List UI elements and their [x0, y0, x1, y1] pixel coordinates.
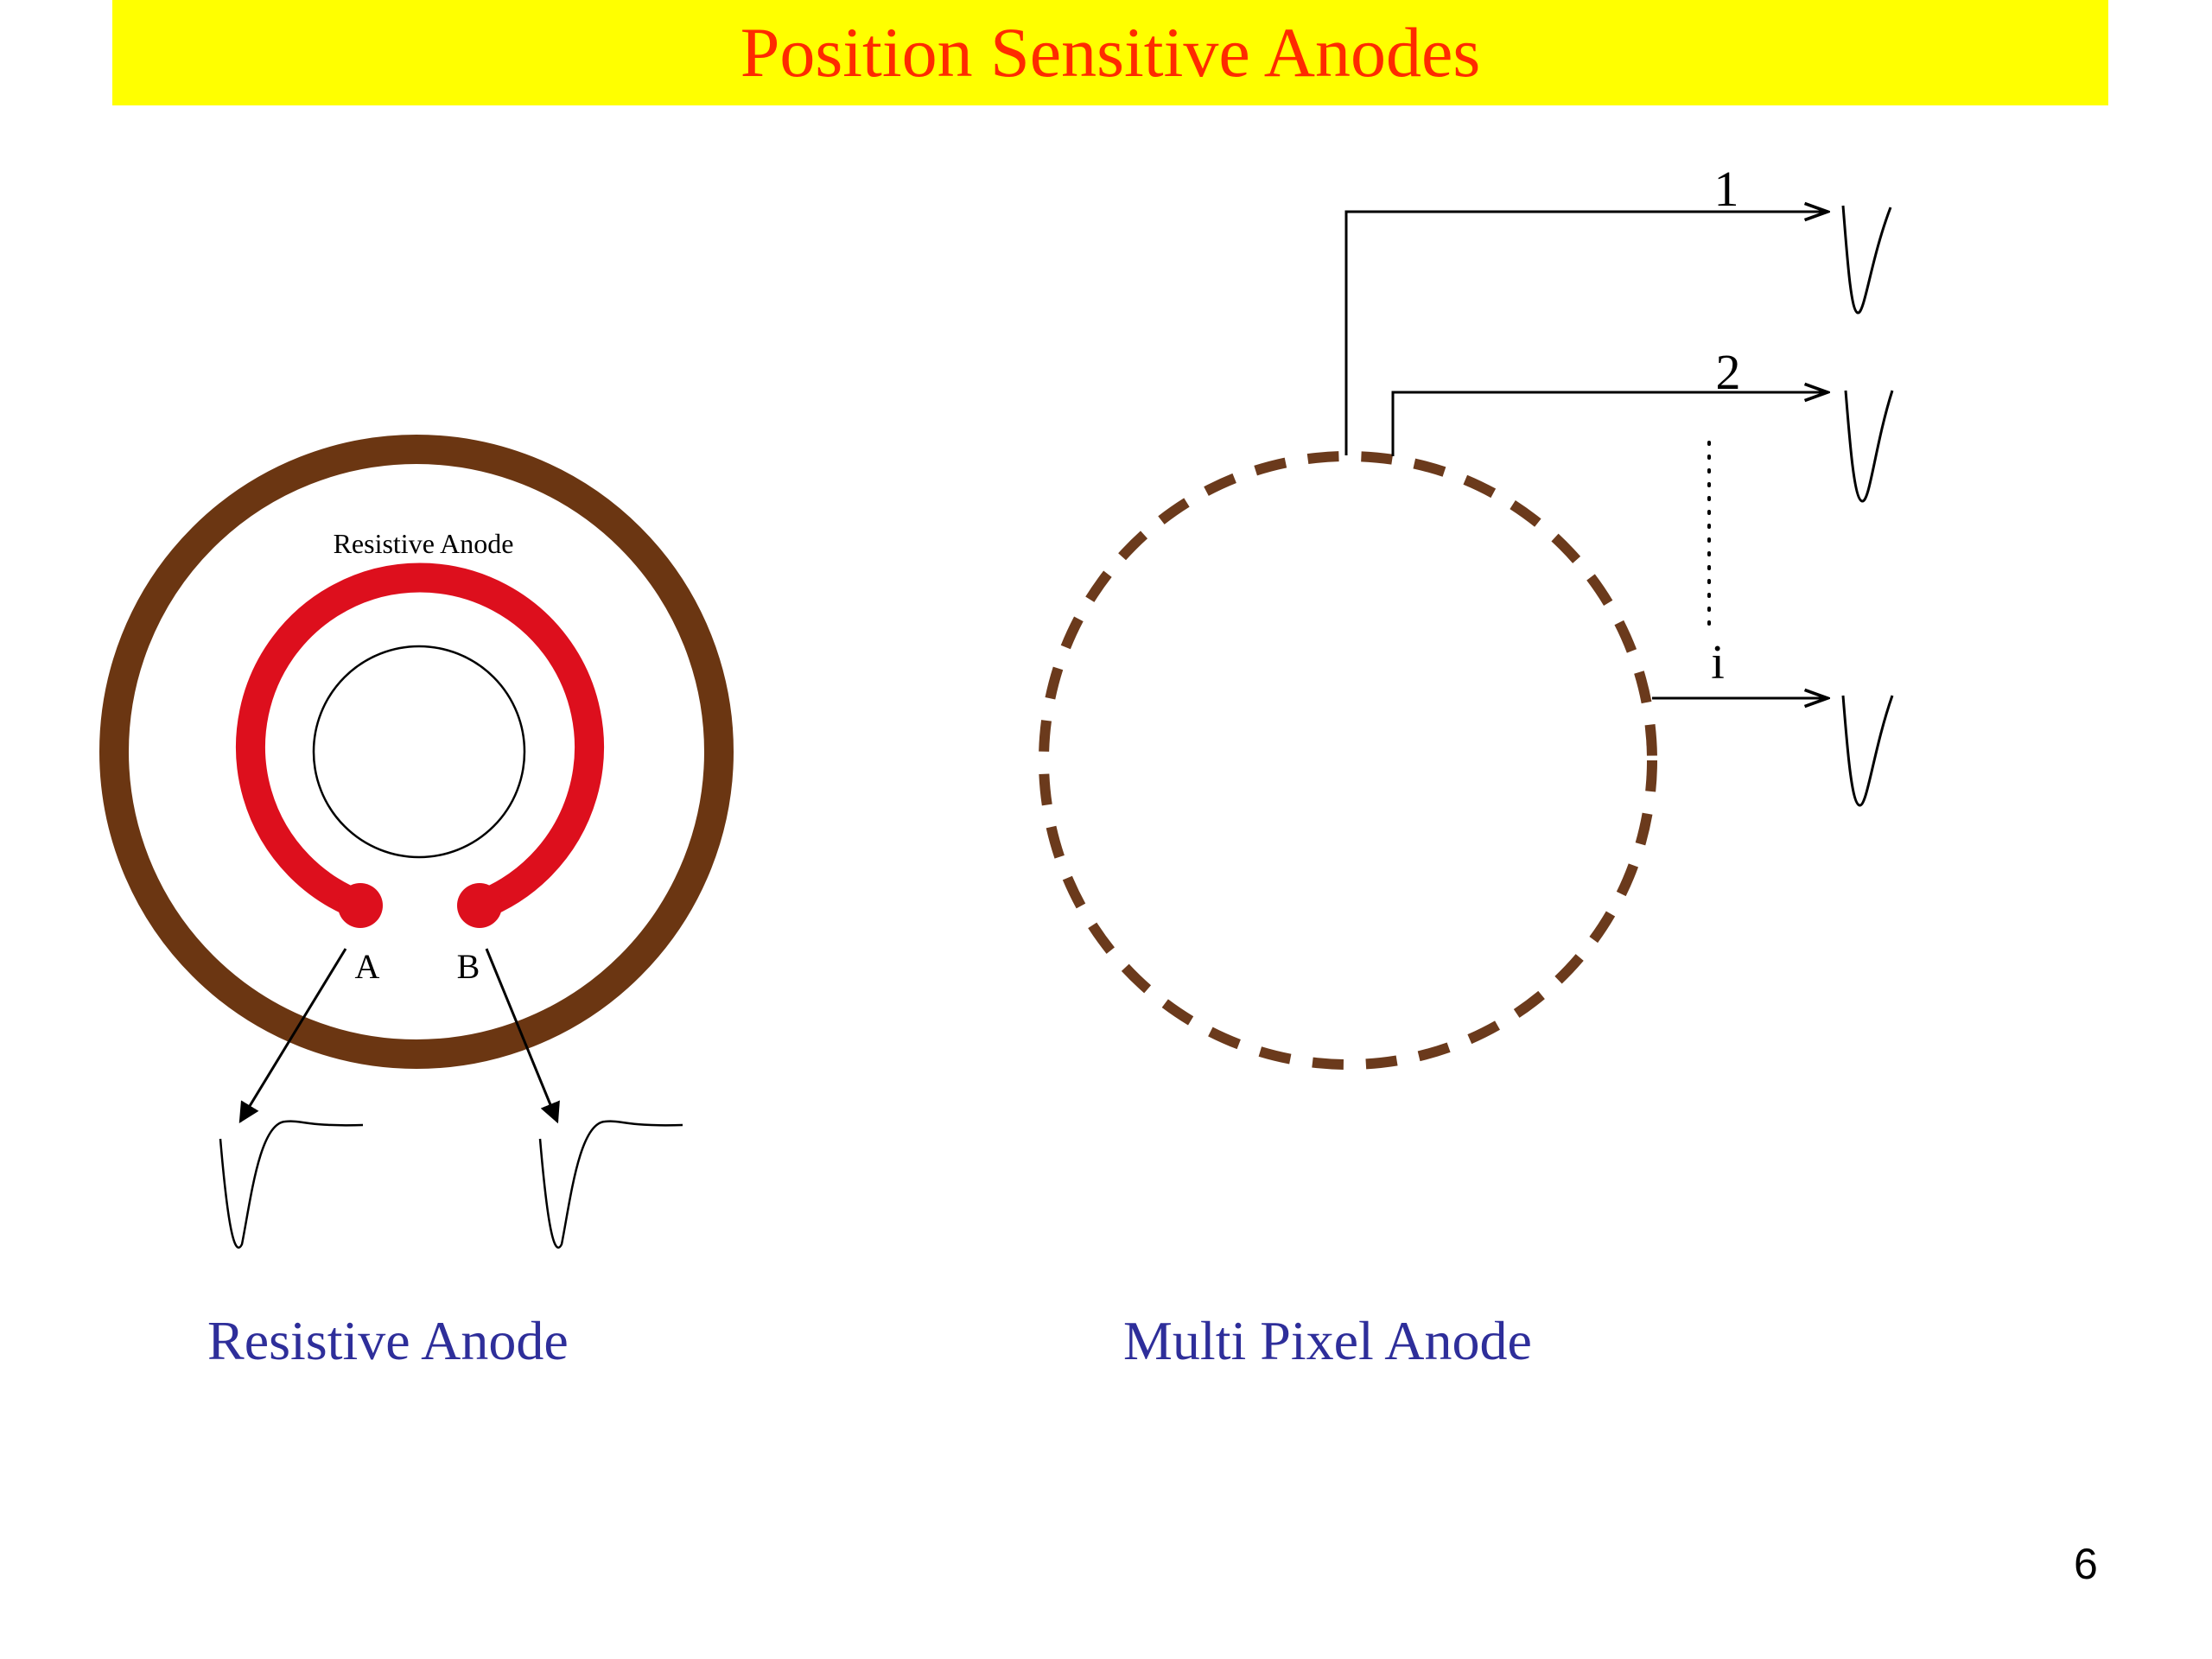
multipixel-anode-caption: Multi Pixel Anode	[1123, 1310, 1532, 1371]
arrow-b	[485, 948, 560, 1124]
channel-2-label: 2	[1716, 344, 1741, 400]
inner-circle	[312, 645, 526, 859]
terminal-b-label: B	[457, 947, 480, 986]
channel-2-line	[1391, 392, 1827, 456]
pulse-b	[538, 1120, 683, 1249]
channel-1-line	[1344, 212, 1827, 455]
channel-i-pulse	[1841, 695, 1894, 807]
title-bar: Position Sensitive Anodes	[112, 0, 2108, 105]
slide-title: Position Sensitive Anodes	[740, 13, 1481, 92]
slide-number: 6	[2074, 1540, 2098, 1588]
channel-2-pulse	[1844, 390, 1894, 503]
terminal-a-label: A	[355, 947, 380, 986]
outer-detector-ring	[99, 435, 734, 1069]
arrow-a	[238, 948, 347, 1124]
terminal-a-contact	[338, 883, 383, 928]
channel-i-label: i	[1711, 636, 1725, 690]
channel-1-pulse	[1841, 205, 1892, 315]
resistive-anode-diagram: Resistive Anode A B	[99, 435, 734, 1249]
multipixel-anode-diagram: 1 2 i	[1039, 161, 1894, 1070]
channel-1-label: 1	[1714, 161, 1739, 217]
resistive-anode-arc	[236, 563, 604, 920]
terminal-b-contact	[457, 883, 502, 928]
resistive-anode-caption: Resistive Anode	[207, 1310, 569, 1371]
dashed-pixel-ring	[1039, 451, 1657, 1070]
resistive-anode-inner-label: Resistive Anode	[334, 528, 514, 559]
pulse-a	[219, 1120, 364, 1249]
